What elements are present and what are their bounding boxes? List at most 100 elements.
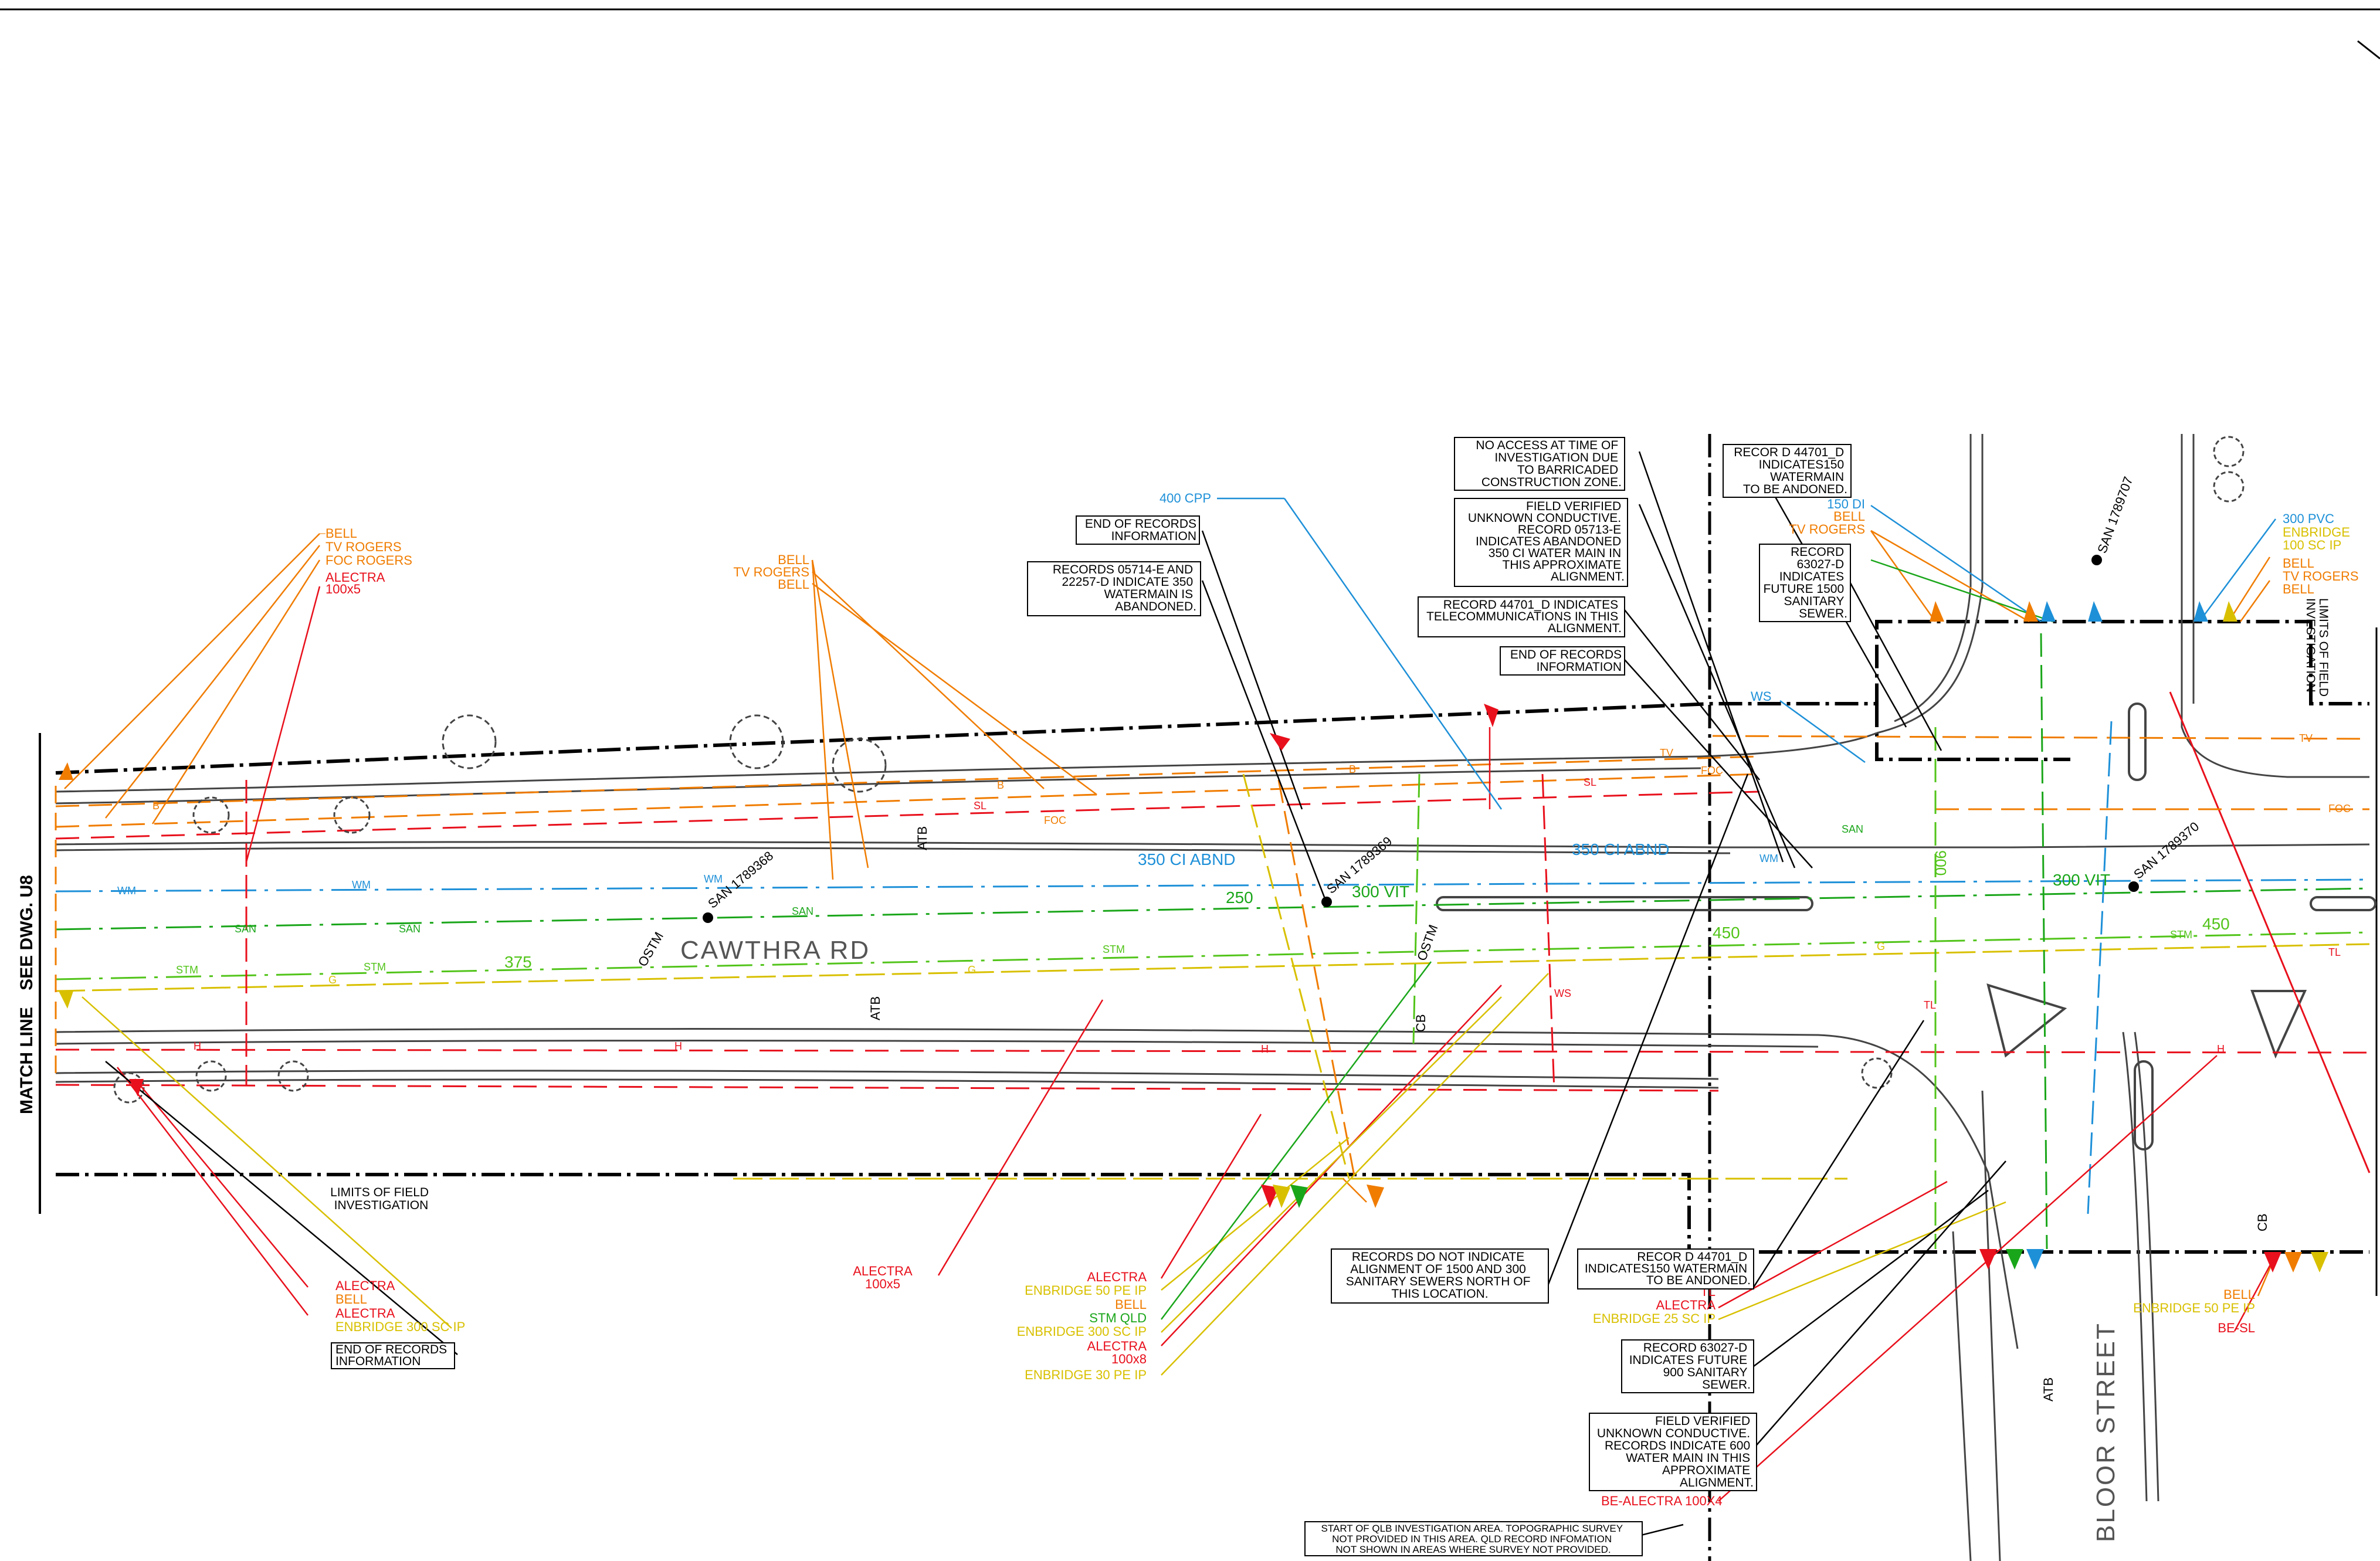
- svg-text:RECORD 44701_D INDICATES: RECORD 44701_D INDICATES TELECOMMUNICATI…: [1426, 598, 1622, 635]
- sanitary-line: 250 300 VIT 300 VIT: [55, 871, 2370, 931]
- note-recor-d-44701-b: RECOR D 44701_D INDICATES150 WATERMAIN T…: [1577, 1248, 1754, 1289]
- svg-text:ENBRIDGE 30 PE IP: ENBRIDGE 30 PE IP: [1025, 1367, 1147, 1382]
- svg-text:ALECTRA: ALECTRA: [335, 1306, 395, 1321]
- leader-lines-red: [117, 586, 2277, 1502]
- svg-text:ALECTRA: ALECTRA: [326, 570, 385, 585]
- svg-text:BELL: BELL: [2223, 1287, 2255, 1302]
- svg-text:FOC: FOC: [2328, 803, 2351, 815]
- svg-text:STM QLD: STM QLD: [1089, 1311, 1147, 1325]
- svg-text:FOC: FOC: [1701, 765, 1723, 776]
- svg-text:RECORD 63027-D INDICATES: RECORD 63027-D INDICATES FUTURE 900 SANI…: [1629, 1341, 1751, 1392]
- match-line-label: MATCH LINE SEE DWG. U8: [17, 875, 36, 1114]
- note-start-qlb: START OF QLB INVESTIGATION AREA. TOPOGRA…: [1304, 1521, 1643, 1556]
- svg-text:TV: TV: [2299, 732, 2313, 744]
- arrow-heads: [59, 601, 2328, 1272]
- svg-text:150 DI: 150 DI: [1827, 497, 1865, 511]
- svg-text:TV ROGERS: TV ROGERS: [326, 539, 402, 554]
- svg-text:NO ACCESS AT TIME OF INV: NO ACCESS AT TIME OF INVESTIGATION DUE T…: [1476, 439, 1622, 489]
- callout-right-bottom-far: BELL ENBRIDGE 50 PE IP BE-SL: [2133, 1287, 2255, 1335]
- svg-text:SAN: SAN: [399, 923, 421, 935]
- wm-350-right-label: 350 CI ABND: [1572, 840, 1670, 858]
- watermain-line: 350 CI ABND 350 CI ABND: [55, 840, 2370, 893]
- svg-text:TL: TL: [1924, 999, 1936, 1011]
- callout-group-3: 400 CPP: [1160, 491, 1211, 505]
- svg-text:ALECTRA: ALECTRA: [1087, 1339, 1147, 1353]
- callout-right-far: 300 PVC ENBRIDGE 100 SC IP BELL TV ROGER…: [2283, 511, 2359, 596]
- note-no-access: NO ACCESS AT TIME OF INVESTIGATION DUE T…: [1454, 437, 1625, 491]
- svg-text:SAN: SAN: [792, 905, 813, 917]
- ostm-2: OSTM: [1414, 922, 1440, 962]
- svg-text:ENBRIDGE 50 PE IP: ENBRIDGE 50 PE IP: [1025, 1283, 1147, 1298]
- utility-tags: SAN SAN SAN SAN WM WM WM WM STM STM STM …: [117, 732, 2351, 1055]
- svg-text:WM: WM: [704, 873, 723, 885]
- svg-text:B: B: [1349, 763, 1356, 775]
- svg-text:ENBRIDGE 25 SC IP: ENBRIDGE 25 SC IP: [1593, 1311, 1716, 1326]
- svg-text:RECORDS DO NOT INDICATE: RECORDS DO NOT INDICATE ALIGNMENT OF 150…: [1346, 1250, 1534, 1301]
- cb-1: CB: [1413, 1014, 1428, 1032]
- ostm-1: OSTM: [635, 929, 666, 969]
- stm-450-right-label: 450: [2202, 915, 2230, 933]
- svg-text:FOC ROGERS: FOC ROGERS: [326, 553, 412, 568]
- svg-text:TL: TL: [2328, 946, 2341, 958]
- svg-text:BELL: BELL: [778, 577, 809, 592]
- svg-text:TV: TV: [1660, 747, 1673, 759]
- atb-1: ATB: [915, 826, 930, 850]
- callout-group-1: BELL TV ROGERS FOC ROGERS ALECTRA 100x5: [320, 526, 412, 596]
- svg-text:TV ROGERS: TV ROGERS: [1789, 522, 1865, 537]
- svg-text:ENBRIDGE 300 SC IP: ENBRIDGE 300 SC IP: [1017, 1324, 1147, 1339]
- svg-text:ALECTRA: ALECTRA: [1087, 1270, 1147, 1284]
- svg-text:B: B: [997, 779, 1004, 791]
- svg-text:WM: WM: [1759, 853, 1778, 864]
- svg-text:G: G: [1877, 941, 1885, 952]
- svg-text:BELL: BELL: [778, 552, 809, 567]
- svg-text:G: G: [328, 974, 337, 986]
- callout-right-top: 150 DI BELL TV ROGERS: [1789, 497, 1865, 537]
- svg-text:BELL: BELL: [1115, 1297, 1147, 1312]
- svg-text:ENBRIDGE 50 PE IP: ENBRIDGE 50 PE IP: [2133, 1301, 2255, 1315]
- svg-text:BELL: BELL: [326, 526, 357, 541]
- limits-of-investigation: [55, 620, 2369, 1254]
- san-1789707: SAN 1789707: [2094, 474, 2135, 555]
- street-bloor: BLOOR STREET: [2091, 1322, 2120, 1542]
- leader-lines-orange: [64, 530, 2277, 1297]
- svg-text:100 SC IP: 100 SC IP: [2283, 538, 2341, 552]
- street-cawthra: CAWTHRA RD: [680, 936, 870, 965]
- callout-ws: WS: [1751, 689, 1771, 704]
- hydro-line: [55, 691, 2371, 1173]
- svg-text:BE-SL: BE-SL: [2218, 1321, 2255, 1335]
- cb-2: CB: [2255, 1213, 2270, 1231]
- note-records-05714: RECORDS 05714-E AND 22257-D INDICATE 350…: [1027, 561, 1201, 616]
- limits-left-label: LIMITS OF FIELD INVESTIGATION: [330, 1186, 432, 1212]
- note-records-not-indicate: RECORDS DO NOT INDICATE ALIGNMENT OF 150…: [1331, 1248, 1549, 1304]
- svg-text:RECORD 63027-D IND: RECORD 63027-D INDICATES FUTURE 1500 SAN…: [1763, 545, 1847, 620]
- svg-text:TV ROGERS: TV ROGERS: [2283, 569, 2359, 583]
- atb-3: ATB: [2041, 1377, 2056, 1401]
- storm-line: 375 450 450 900: [55, 850, 2370, 980]
- callout-be-alectra: BE-ALECTRA 100X4: [1601, 1494, 1723, 1508]
- north-arrow-fragment: [2357, 40, 2380, 60]
- note-record-63027-1500: RECORD 63027-D INDICATES FUTURE 1500 SAN…: [1759, 544, 1851, 622]
- wm-350-label: 350 CI ABND: [1138, 850, 1236, 868]
- median-islands: [1436, 703, 2376, 1151]
- svg-text:H: H: [194, 1040, 201, 1052]
- limits-right-label: LIMITS OF FIELD INVESTIGATION: [2304, 598, 2330, 700]
- atb-2: ATB: [868, 996, 883, 1020]
- svg-text:FIELD VERIFIED UNKNOWN C: FIELD VERIFIED UNKNOWN CONDUCTIVE. RECOR…: [1597, 1414, 1754, 1489]
- svg-text:H: H: [2217, 1043, 2225, 1055]
- note-record-44701-tel: RECORD 44701_D INDICATES TELECOMMUNICATI…: [1418, 596, 1625, 637]
- svg-text:BELL: BELL: [2283, 556, 2314, 571]
- svg-text:WM: WM: [352, 879, 371, 891]
- svg-text:RECOR D 44701_D INDICATE: RECOR D 44701_D INDICATES150 WATERMAIN T…: [1734, 446, 1847, 496]
- leader-lines-blue: [1217, 497, 2277, 810]
- san-1789370: SAN 1789370: [2131, 819, 2202, 882]
- stm-375-label: 375: [504, 953, 532, 971]
- svg-text:ENBRIDGE: ENBRIDGE: [2283, 525, 2350, 539]
- svg-text:BELL: BELL: [2283, 582, 2314, 596]
- svg-text:ALECTRA: ALECTRA: [1656, 1298, 1716, 1312]
- svg-text:300 PVC: 300 PVC: [2283, 511, 2334, 526]
